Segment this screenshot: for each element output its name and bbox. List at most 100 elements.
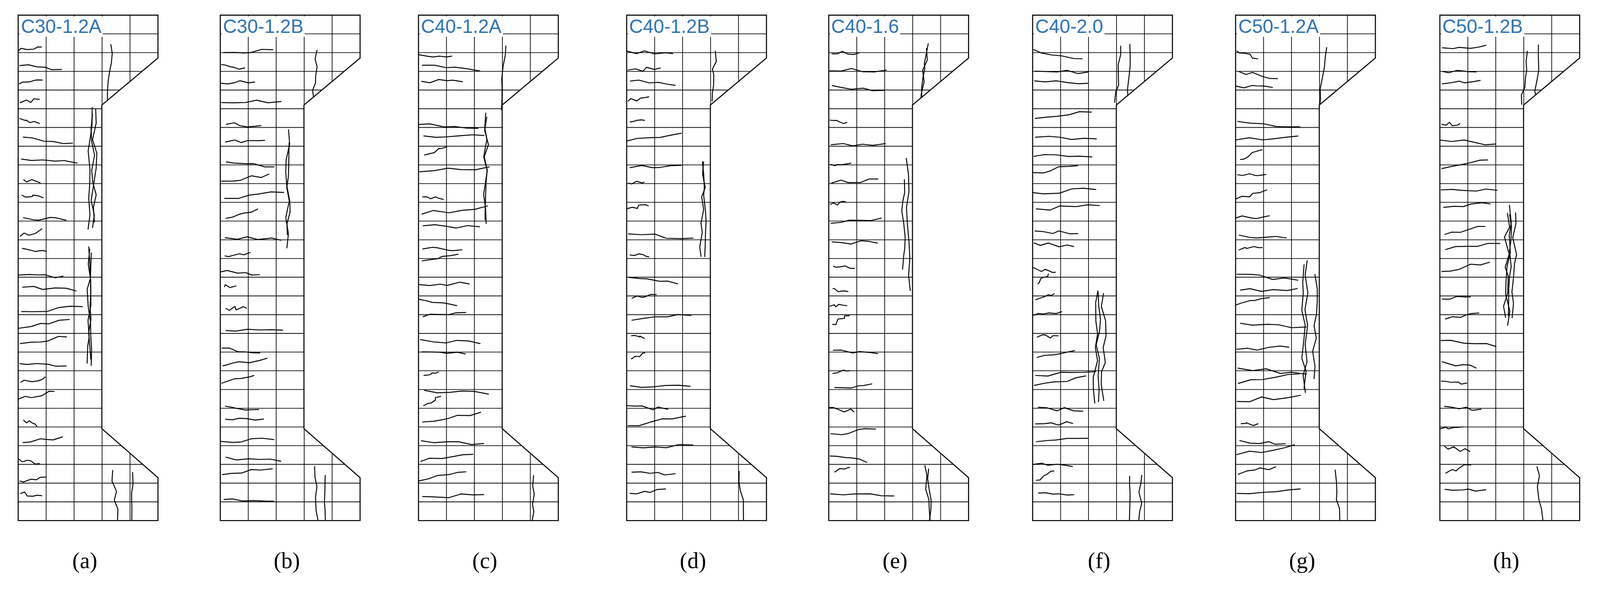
crack-line <box>226 122 261 128</box>
crack-line <box>1035 421 1073 425</box>
crack-line <box>1240 149 1262 160</box>
crack-line <box>1536 466 1543 521</box>
crack-line <box>421 351 466 355</box>
crack-line <box>91 114 97 223</box>
grid-line <box>1032 407 1173 409</box>
crack-line <box>1096 292 1101 402</box>
specimen-label: C30-1.2B <box>221 16 305 37</box>
crack-line <box>1035 136 1097 140</box>
grid-line <box>18 89 158 91</box>
grid-line <box>626 202 767 203</box>
grid-line <box>1032 501 1173 503</box>
crack-line <box>226 209 258 219</box>
crack-map <box>418 15 559 521</box>
panel-outline <box>1235 15 1376 521</box>
crack-line <box>224 498 274 501</box>
grid-line <box>418 295 559 297</box>
grid-line <box>445 15 447 521</box>
crack-line <box>418 282 470 286</box>
specimen-panel: C30-1.2B(b) <box>220 15 361 521</box>
crack-line <box>107 44 113 103</box>
grid-line <box>828 332 969 334</box>
crack-line <box>1114 46 1121 103</box>
crack-line <box>828 407 854 412</box>
mesh-grid <box>626 15 767 521</box>
crack-line <box>87 247 92 366</box>
grid-line <box>828 445 969 447</box>
crack-line <box>1441 189 1497 192</box>
crack-line <box>830 493 894 496</box>
grid-line <box>626 501 767 503</box>
subfigure-caption: (g) <box>1288 547 1316 573</box>
crack-line <box>1239 71 1278 79</box>
mesh-grid <box>1439 15 1580 521</box>
specimen-panel: C40-1.2B(d) <box>626 15 767 521</box>
crack-line <box>220 437 274 443</box>
crack-line <box>226 161 274 168</box>
grid-line <box>220 183 361 185</box>
grid-line <box>1088 15 1089 521</box>
grid-line <box>1374 15 1376 521</box>
grid-line <box>1579 15 1581 521</box>
crack-line <box>833 265 855 269</box>
crack-line <box>22 286 77 291</box>
crack-line <box>1033 311 1063 316</box>
grid-line <box>1032 89 1173 91</box>
crack-line <box>20 228 42 237</box>
grid-line <box>1439 445 1580 447</box>
grid-line <box>18 52 158 54</box>
grid-line <box>276 15 277 521</box>
grid-line <box>1032 108 1173 110</box>
crack-line <box>1036 204 1100 210</box>
grid-line <box>220 370 361 372</box>
grid-line <box>220 127 361 129</box>
crack-line <box>531 475 535 521</box>
crack-line <box>418 299 457 306</box>
crack-line <box>23 217 67 221</box>
grid-line <box>18 426 158 428</box>
grid-line <box>1171 15 1173 521</box>
crack-line <box>1238 373 1300 384</box>
subfigure-caption: (b) <box>273 547 300 573</box>
grid-line <box>220 314 361 316</box>
panel-outline <box>220 15 361 521</box>
crack-line <box>1033 49 1082 59</box>
panel-outline <box>418 15 559 521</box>
crack-line <box>484 117 489 220</box>
crack-group <box>1439 45 1543 521</box>
crack-map <box>1235 15 1376 521</box>
grid-line <box>1235 127 1376 129</box>
grid-line <box>1032 127 1173 129</box>
crack-line <box>1439 140 1496 145</box>
crack-line <box>1442 80 1481 84</box>
grid-line <box>220 239 361 241</box>
crack-line <box>422 224 480 229</box>
crack-line <box>1236 346 1289 351</box>
grid-line <box>1032 445 1173 447</box>
crack-line <box>1037 334 1059 339</box>
grid-line <box>1467 15 1469 521</box>
grid-line <box>626 164 767 166</box>
grid-line <box>1551 15 1552 521</box>
grid-line <box>828 482 969 484</box>
crack-line <box>1034 80 1089 84</box>
mesh-grid <box>828 15 969 521</box>
mesh-grid <box>1032 15 1173 521</box>
specimen-label: C30-1.2A <box>19 16 103 37</box>
crack-line <box>223 358 268 367</box>
panel-outline <box>1032 15 1173 521</box>
crack-line <box>1441 160 1488 169</box>
grid-line <box>626 445 767 447</box>
crack-line <box>314 466 319 521</box>
grid-line <box>626 332 767 334</box>
crack-line <box>222 468 273 475</box>
grid-line <box>557 15 559 521</box>
grid-line <box>220 257 361 259</box>
crack-line <box>1444 406 1481 411</box>
crack-line <box>1035 70 1089 75</box>
crack-line <box>422 196 443 200</box>
grid-line <box>626 276 767 278</box>
grid-line <box>418 332 559 334</box>
crack-line <box>1240 288 1298 292</box>
grid-line <box>418 389 559 390</box>
